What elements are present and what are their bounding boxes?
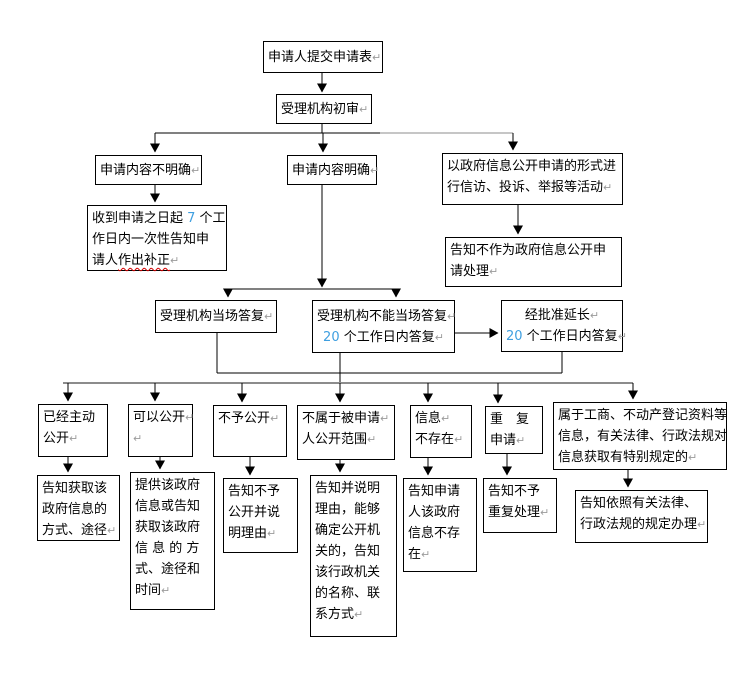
connector-layer (63, 73, 638, 488)
flowchart-canvas: 申请人提交申请表↵受理机构初审↵申请内容不明确↵申请内容明确↵以政府信息公开申请… (37, 41, 728, 637)
